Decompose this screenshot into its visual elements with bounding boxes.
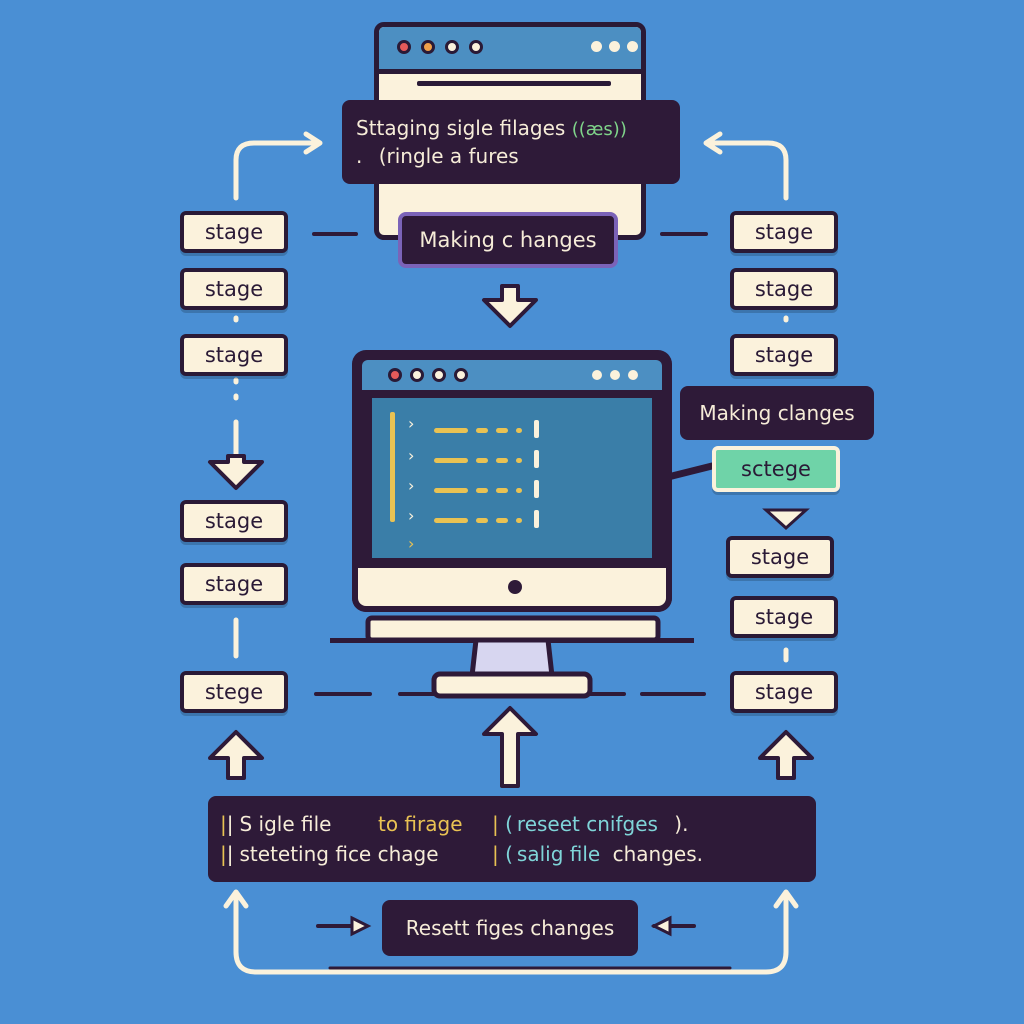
code-dash: [516, 428, 522, 433]
stage-label: stage: [754, 343, 814, 367]
window-dot-icon[interactable]: [469, 40, 483, 54]
stage-label: stage: [204, 343, 264, 367]
code-line: [434, 428, 468, 433]
code-dash: [516, 518, 522, 523]
code-dash: [496, 488, 508, 493]
window-dot-icon[interactable]: [421, 40, 435, 54]
stage-left-3[interactable]: stage: [180, 334, 288, 376]
code-dash: [496, 428, 508, 433]
arrow-up-icon: [482, 706, 538, 788]
code-chevron-icon: ›: [408, 414, 415, 433]
code-line: [434, 488, 468, 493]
stage-label: stage: [754, 277, 814, 301]
panel-row1-col1: S igle file: [239, 812, 332, 836]
stage-label: stege: [204, 680, 264, 704]
window-dot-icon: [591, 41, 602, 52]
window-titlebar: [379, 27, 641, 74]
stage-right-3[interactable]: stage: [730, 334, 838, 376]
making-changes-top: Making c hanges: [398, 212, 618, 268]
code-dash: [476, 488, 488, 493]
monitor-chin: [352, 568, 672, 612]
power-button-icon[interactable]: [508, 580, 522, 594]
window-dot-icon[interactable]: [410, 368, 424, 382]
window-dot-icon: [628, 370, 638, 380]
stage-left-2[interactable]: stage: [180, 268, 288, 310]
stage-right-6[interactable]: stage: [730, 671, 838, 713]
address-line: [417, 81, 611, 86]
window-dot-icon: [610, 370, 620, 380]
stage-left-5[interactable]: stage: [180, 563, 288, 605]
code-chevron-icon: ›: [408, 506, 415, 525]
code-line: [434, 458, 468, 463]
code-chevron-icon: ›: [408, 446, 415, 465]
code-line: [434, 518, 468, 523]
stage-left-4[interactable]: stage: [180, 500, 288, 542]
stage-label: stage: [754, 220, 814, 244]
staging-label: Sttaging sigle filages ((æs)) . (ringle …: [342, 100, 680, 184]
code-gutter: [390, 412, 395, 522]
panel-row2-col1: steteting fice chage: [239, 842, 439, 866]
stage-label: stage: [204, 572, 264, 596]
stage-label: stage: [754, 680, 814, 704]
arrow-up-icon: [758, 730, 814, 780]
stage-left-6[interactable]: stege: [180, 671, 288, 713]
stage-right-5[interactable]: stage: [730, 596, 838, 638]
window-dot-icon[interactable]: [454, 368, 468, 382]
window-dot-icon[interactable]: [397, 40, 411, 54]
code-dash: [476, 428, 488, 433]
window-dot-icon[interactable]: [432, 368, 446, 382]
code-dash: [496, 458, 508, 463]
arrow-down-icon: [208, 454, 264, 490]
panel-row1-col2: to firage: [378, 812, 463, 836]
making-changes-right-text: Making clanges: [699, 401, 855, 425]
panel-row1-col3: reseet cnifges: [516, 812, 658, 836]
stage-label: sctege: [741, 457, 811, 481]
code-cursor: [534, 420, 539, 438]
code-cursor: [534, 450, 539, 468]
making-changes-right: Making clanges: [680, 386, 874, 440]
arrow-up-icon: [208, 730, 264, 780]
code-chevron-icon: ›: [408, 534, 415, 553]
stage-right-4[interactable]: stage: [726, 536, 834, 578]
code-cursor: [534, 480, 539, 498]
code-chevron-icon: ›: [408, 476, 415, 495]
window-dot-icon[interactable]: [445, 40, 459, 54]
making-changes-top-text: Making c hanges: [419, 228, 597, 252]
window-dot-icon: [609, 41, 620, 52]
stage-label: stage: [204, 277, 264, 301]
stage-right-1[interactable]: stage: [730, 211, 838, 253]
reset-changes-text: Resett figes changes: [405, 916, 615, 940]
bottom-command-panel: ||S igle file to firage | (reseet cnifge…: [208, 796, 816, 882]
stage-label: stage: [204, 509, 264, 533]
stage-left-1[interactable]: stage: [180, 211, 288, 253]
panel-row2-col3b: changes.: [612, 842, 703, 866]
staging-label-line1: Sttaging sigle filages: [356, 116, 566, 140]
panel-row2-col3: salig file: [516, 842, 601, 866]
code-dash: [516, 488, 522, 493]
code-dash: [496, 518, 508, 523]
staging-label-bullet: .: [356, 144, 363, 168]
arrow-down-icon: [482, 284, 538, 328]
window-dot-icon: [627, 41, 638, 52]
reset-changes-label: Resett figes changes: [382, 900, 638, 956]
stage-label: stage: [754, 605, 814, 629]
code-dash: [476, 518, 488, 523]
stage-right-2[interactable]: stage: [730, 268, 838, 310]
monitor-titlebar: [362, 360, 662, 390]
window-dot-icon: [592, 370, 602, 380]
code-screen: › › › › ›: [372, 398, 652, 558]
staging-label-code: ((æs)): [571, 119, 627, 140]
staging-label-line2: (ringle a fures: [378, 144, 519, 168]
stage-right-green[interactable]: sctege: [712, 446, 840, 492]
stage-label: stage: [204, 220, 264, 244]
code-dash: [516, 458, 522, 463]
panel-row1-end: ).: [674, 812, 689, 836]
code-cursor: [534, 510, 539, 528]
stage-label: stage: [750, 545, 810, 569]
code-dash: [476, 458, 488, 463]
monitor: › › › › ›: [352, 350, 672, 612]
window-dot-icon[interactable]: [388, 368, 402, 382]
